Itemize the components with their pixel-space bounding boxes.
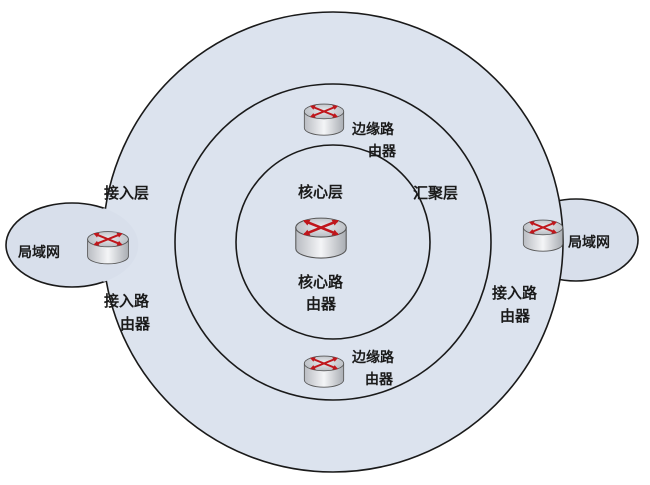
access-router-right-icon xyxy=(522,219,564,253)
edge-router-bottom-icon xyxy=(303,355,345,389)
lan-left-label: 局域网 xyxy=(18,244,60,261)
lan-right-label: 局域网 xyxy=(568,234,610,251)
edge-router-top-icon xyxy=(303,103,345,137)
access-layer-label: 接入层 xyxy=(104,184,149,202)
access-router-right-label-line2: 由器 xyxy=(500,307,531,325)
aggregation-layer-label: 汇聚层 xyxy=(413,184,458,202)
access-router-left-label-line2: 由器 xyxy=(120,315,151,333)
access-router-left-label-line1: 接入路 xyxy=(104,292,150,310)
edge-router-bottom-label-line2: 由器 xyxy=(365,371,394,388)
edge-router-bottom-label-line1: 边缘路 xyxy=(351,349,395,366)
core-router-icon xyxy=(294,216,348,260)
edge-router-top-label-line1: 边缘路 xyxy=(351,121,395,138)
core-router-label-line1: 核心路 xyxy=(298,273,344,291)
core-layer-label: 核心层 xyxy=(298,183,343,201)
access-router-right-label-line1: 接入路 xyxy=(492,284,538,302)
access-router-left-icon xyxy=(86,230,130,265)
edge-router-top-label-line2: 由器 xyxy=(368,143,397,160)
core-router-label-line2: 由器 xyxy=(306,295,337,313)
